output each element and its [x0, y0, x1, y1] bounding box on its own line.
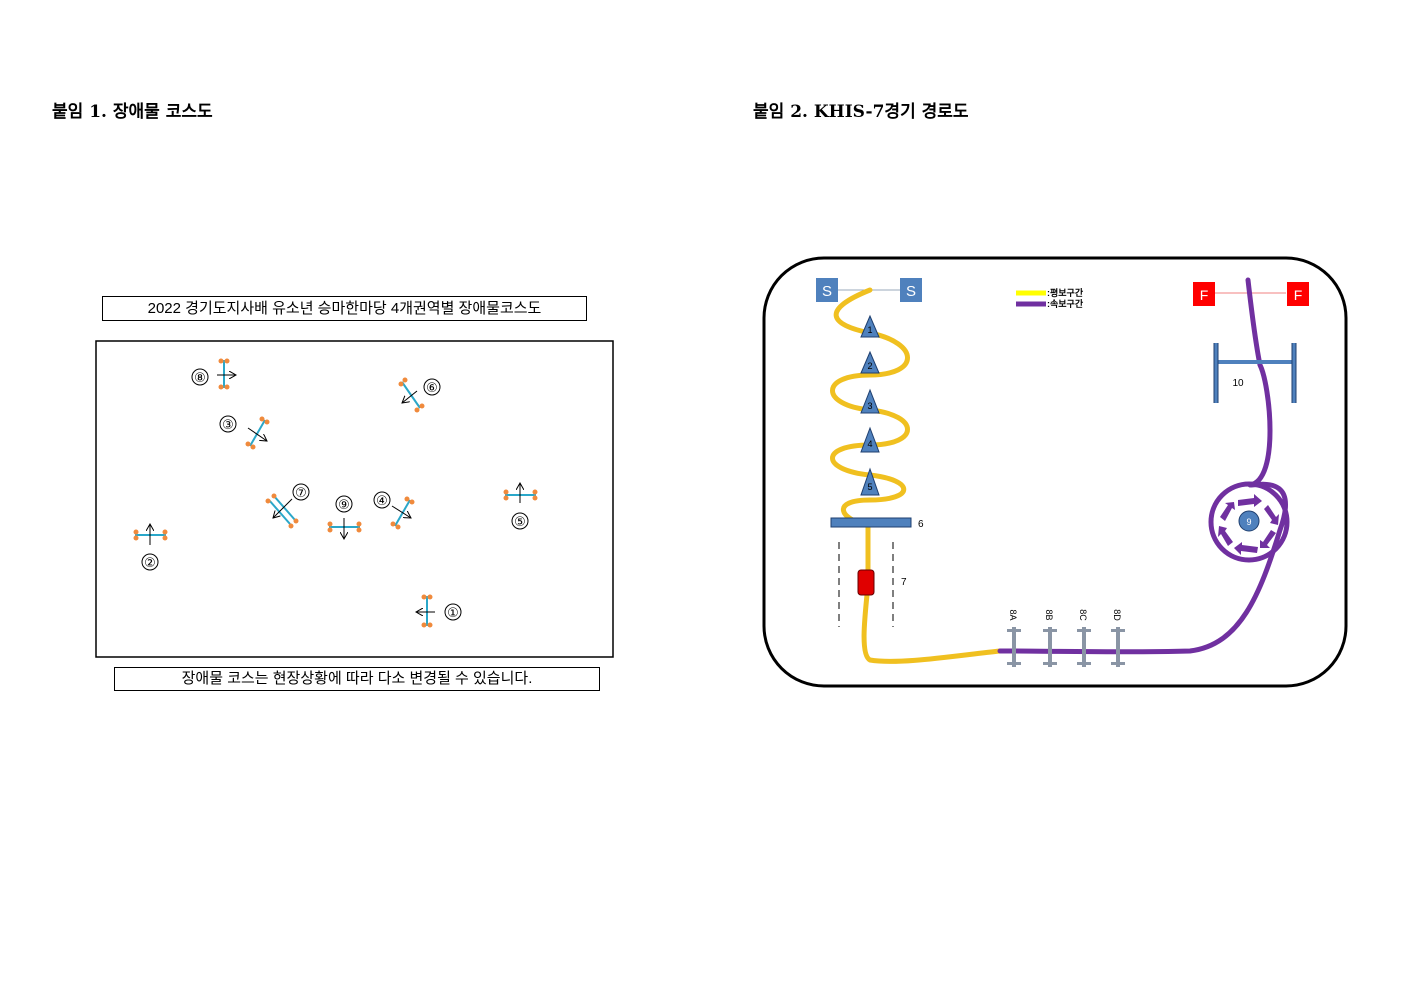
gate-8d: 8D [1111, 609, 1125, 667]
course-change-note: 장애물 코스는 현장상황에 따라 다소 변경될 수 있습니다. [114, 667, 600, 691]
start-label-left: S [822, 283, 832, 300]
legend: :평보구간 :속보구간 [1016, 287, 1084, 309]
obstacle-7-number: 7 [901, 577, 907, 588]
obstacle-course-title: 2022 경기도지사배 유소년 승마한마당 4개권역별 장애물코스도 [102, 296, 587, 321]
obstacle-3: ③ [219, 415, 270, 450]
gate-8b-label: 8B [1044, 609, 1054, 620]
cone-4-label: 4 [867, 439, 872, 449]
obstacle-course-map: ⑧ ⑥ ③ ⑦ ⑨ [95, 340, 614, 658]
cone-1-label: 1 [867, 325, 872, 335]
obstacle-1-label: ① [447, 605, 459, 620]
gate-8d-label: 8D [1112, 609, 1122, 621]
left-heading: 붙임 1. 장애물 코스도 [52, 102, 213, 122]
obstacle-5: ⑤ [503, 483, 538, 530]
finish-label-left: F [1200, 287, 1209, 303]
obstacle-1: ① [416, 594, 462, 628]
finish-marker-right [1287, 282, 1309, 306]
cone-2-label: 2 [867, 361, 872, 371]
obstacle-6-label: ⑥ [426, 380, 438, 395]
gate-8a: 8A [1007, 609, 1021, 667]
obstacle-6-number: 6 [918, 519, 924, 530]
cones: 1 2 3 4 5 [860, 314, 880, 496]
obstacle-8: ⑧ [191, 358, 236, 390]
start-marker-right [900, 278, 922, 302]
circle-obstacle-9: 9 [1208, 481, 1290, 563]
walk-path [830, 287, 1003, 664]
right-heading: 붙임 2. KHIS-7경기 경로도 [753, 102, 969, 122]
obstacle-7-box [857, 569, 875, 596]
start-marker-left [816, 278, 838, 302]
obstacle-4-label: ④ [376, 493, 388, 508]
gate-8c-label: 8C [1078, 609, 1088, 621]
obstacle-6-bar [830, 517, 912, 528]
khis-route-map: S S :평보구간 :속보구간 F F 7 1 2 3 4 5 6 [762, 256, 1348, 688]
finish-marker-left [1193, 282, 1215, 306]
obstacle-7-label: ⑦ [295, 485, 307, 500]
start-label-right: S [906, 283, 916, 300]
obstacle-3-label: ③ [222, 417, 234, 432]
gate-8c: 8C [1077, 609, 1091, 667]
legend-trot: :속보구간 [1047, 298, 1084, 309]
circle-9-label: 9 [1246, 517, 1251, 527]
obstacle-5-label: ⑤ [514, 514, 526, 529]
obstacle-10-label: 10 [1232, 378, 1244, 389]
obstacle-2: ② [133, 524, 168, 571]
obstacle-8-label: ⑧ [194, 370, 206, 385]
obstacle-2-label: ② [144, 555, 156, 570]
finish-label-right: F [1294, 287, 1303, 303]
gates: 8A 8B 8C 8D [1007, 609, 1125, 667]
cone-3-label: 3 [867, 401, 872, 411]
obstacle-10: 10 [1213, 343, 1297, 403]
obstacle-9-label: ⑨ [338, 497, 350, 512]
legend-walk: :평보구간 [1047, 287, 1084, 298]
obstacle-4: ④ [373, 491, 415, 530]
gate-8b: 8B [1043, 609, 1057, 667]
obstacle-6: ⑥ [398, 377, 441, 413]
gate-8a-label: 8A [1008, 609, 1018, 620]
cone-5-label: 5 [867, 482, 872, 492]
obstacle-9: ⑨ [327, 495, 362, 539]
obstacle-7: ⑦ [265, 483, 310, 529]
